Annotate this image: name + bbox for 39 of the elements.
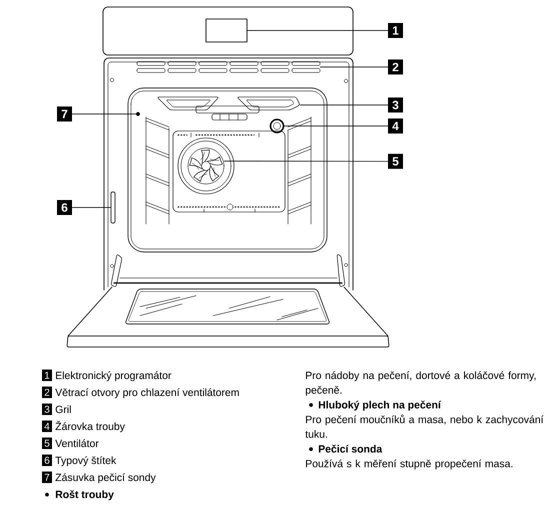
key-number: 3 [42,404,52,416]
callout-number: 6 [57,200,72,215]
key-number: 4 [42,420,52,432]
key-text: Gril [56,405,71,414]
oven-lamp [270,118,284,134]
callout-number: 5 [388,154,403,169]
list-heading: Pečicí sonda [318,444,382,453]
key-number: 7 [42,472,52,484]
list-heading: Rošt trouby [56,490,114,500]
leader-line [247,30,388,31]
callout-number: 3 [388,98,403,112]
leader-line [320,66,388,68]
callout-number: 1 [388,23,403,38]
list-text: Používá s k měření stupně propečení masa. [306,460,512,470]
fan [188,148,224,184]
key-text: Zásuvka pečicí sondy [56,473,156,484]
probe-socket [136,112,140,116]
leader-line [72,207,111,208]
key-text: Typový štítek [55,456,116,466]
leader-line [300,104,388,106]
callout-number: 7 [57,106,72,122]
key-text: Ventilátor [55,439,99,448]
grill-element [158,96,300,120]
list-text: Pro nádoby na pečení, dortové a koláčové formy, pečeně. [306,371,536,396]
list-heading: Hluboký plech na pečení [318,400,442,411]
key-number: 2 [42,386,52,398]
key-number: 6 [42,454,52,466]
leader-line [224,160,388,162]
callout-number: 2 [388,60,403,74]
key-number: 5 [42,438,52,450]
display-window [206,18,248,42]
key-text: Větrací otvory pro chlazení ventilátorem [55,388,239,398]
key-text: Žárovka trouby [56,420,125,432]
list-text: Pro pečení moučníků a masa, nebo k zachycování tuku. [305,414,544,438]
key-number: 1 [42,370,52,382]
callout-number: 4 [388,118,403,134]
rating-plate [110,192,116,224]
key-text: Elektronický programátor [56,371,172,382]
vent-slots [136,61,320,73]
